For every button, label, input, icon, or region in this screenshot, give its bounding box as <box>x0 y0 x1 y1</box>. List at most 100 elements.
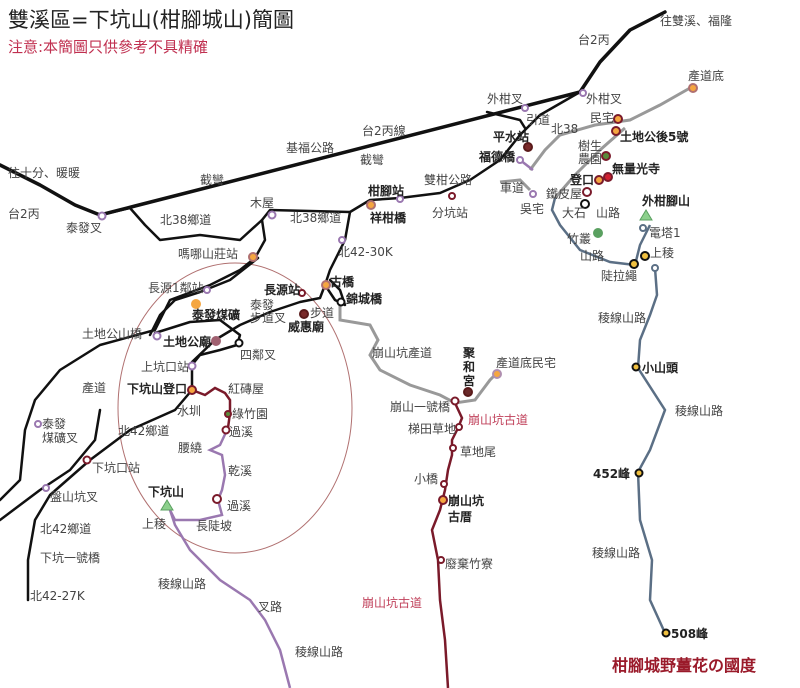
map-label: 下坑一號橋 <box>40 550 100 565</box>
map-label: 登口 <box>569 172 594 187</box>
map-label: 稜線山路 <box>598 310 646 325</box>
map-label: 台2丙 <box>8 206 40 221</box>
marker-guqiao <box>321 280 331 290</box>
peak-icon-xiakengshan <box>160 499 174 511</box>
map-label: 崩山坑 <box>448 493 484 508</box>
map-label: 稜線山路 <box>158 576 206 591</box>
marker-xiakengkou <box>82 455 92 465</box>
map-label: 木屋 <box>250 196 274 210</box>
map-label: 台2丙 <box>578 32 610 47</box>
trail-ridge <box>636 267 667 634</box>
map-label: 大石 <box>562 206 586 220</box>
marker-shangkengkou <box>187 361 197 371</box>
marker-xiaoqiao <box>440 480 448 488</box>
marker-pingshui <box>523 142 533 152</box>
marker-caodiwei <box>449 444 457 452</box>
marker-shangleng-east <box>640 251 650 261</box>
marker-dengkou <box>594 175 604 185</box>
disclaimer-note: 注意:本簡圖只供參考不具精確 <box>8 38 208 56</box>
marker-waiganjia2 <box>579 89 587 97</box>
map-label: 452峰 <box>593 466 631 481</box>
map-labels: 往雙溪、福隆 台2丙 產道底 外柑叉 外柑叉 引道 北38 民宅 土地公後5號 … <box>8 13 732 659</box>
map-label: 山路 <box>580 248 604 263</box>
trail-ridge-upper <box>550 197 652 267</box>
page-title: 雙溪區=下坑山(柑腳城山)簡圖 <box>8 8 294 32</box>
map-label: 步道 <box>310 306 334 320</box>
road-wuzhai <box>499 178 532 192</box>
map-label: 上坑口站 <box>141 359 189 374</box>
map-label: 小橋 <box>414 472 438 486</box>
map-label: 泰發叉 <box>66 220 102 235</box>
marker-taifa-mine <box>191 299 201 309</box>
marker-guoxi2 <box>212 494 222 504</box>
map-label: 山路 <box>596 205 620 220</box>
marker-tiepi <box>582 187 592 197</box>
map-label: 廢棄竹寮 <box>445 556 493 571</box>
map-label: 四鄰叉 <box>240 347 276 362</box>
map-label: 梯田草地 <box>408 422 456 436</box>
map-label: 錦城橋 <box>345 291 383 306</box>
marker-panshankeng <box>42 484 50 492</box>
road-west2 <box>0 408 102 522</box>
map-label: 外柑叉 <box>586 91 622 106</box>
marker-mushu <box>267 210 277 220</box>
peak-icon-waiganjiao <box>639 209 653 221</box>
marker-tudigong5 <box>611 126 621 136</box>
marker-minzhai <box>613 114 623 124</box>
map-label: 平水站 <box>493 129 529 144</box>
map-label: 古厝 <box>448 509 472 524</box>
map-label: 腰繞 <box>178 441 202 455</box>
marker-ridge-1 <box>651 264 659 272</box>
map-label: 下坑山 <box>148 484 184 499</box>
map-label: 泰發 <box>42 416 66 431</box>
map-label: 往十分、暖暖 <box>8 165 80 180</box>
map-label: 土地公廟 <box>163 334 211 349</box>
map-label: 分坑站 <box>432 205 468 220</box>
marker-508 <box>661 628 671 638</box>
map-label: 產道 <box>82 380 106 395</box>
marker-wuzhai <box>529 190 537 198</box>
marker-fude <box>516 156 524 164</box>
map-label: 土地公後5號 <box>620 129 688 144</box>
road-dengkou <box>553 126 626 199</box>
map-label: 農園 <box>578 152 602 166</box>
map-label: 聚 <box>462 346 476 360</box>
marker-changyuan1 <box>203 286 211 294</box>
map-label: 北42-27K <box>30 589 86 603</box>
map-label: 陡拉繩 <box>601 268 637 283</box>
map-label: 過溪 <box>227 499 251 513</box>
marker-wuliang <box>603 172 613 182</box>
marker-doulasheng <box>629 259 639 269</box>
map-label: 長源1鄰站 <box>148 280 204 295</box>
marker-titian <box>455 423 463 431</box>
marker-bengshankeng-house <box>438 495 448 505</box>
map-label: 綠竹園 <box>232 407 268 421</box>
map-label: 泰發 <box>250 297 274 312</box>
marker-xiakengshan-trailhead <box>187 385 197 395</box>
map-label: 北42鄉道 <box>118 424 169 438</box>
map-label: 截彎 <box>200 172 224 187</box>
map-label: 508峰 <box>671 626 709 641</box>
trail-bengshankeng <box>430 402 464 688</box>
map-label: 上稜 <box>142 517 166 531</box>
map-label: 威惠廟 <box>288 319 324 334</box>
map-label: 北42鄉道 <box>40 522 91 536</box>
marker-zhuliao <box>437 556 445 564</box>
map-label: 土地公山橋 <box>82 327 142 341</box>
map-label: 雙柑公路 <box>424 172 472 187</box>
marker-chandaodi <box>688 83 698 93</box>
marker-manna <box>248 252 258 262</box>
map-label: 崩山坑古道 <box>468 412 528 427</box>
map-label: 稜線山路 <box>295 644 343 659</box>
map-label: 往雙溪、福隆 <box>660 13 732 28</box>
map-label: 台2丙線 <box>362 123 406 138</box>
map-label: 煤礦叉 <box>42 430 78 445</box>
map-label: 產道底民宅 <box>496 355 556 370</box>
map-label: 稜線山路 <box>675 403 723 418</box>
marker-tudigong-temple <box>211 336 221 346</box>
map-label: 鐵皮屋 <box>546 186 582 201</box>
map-label: 下坑口站 <box>92 460 140 475</box>
map-label: 宮 <box>463 373 475 388</box>
map-label: 叉路 <box>258 599 282 614</box>
map-label: 崩山一號橋 <box>390 400 450 414</box>
